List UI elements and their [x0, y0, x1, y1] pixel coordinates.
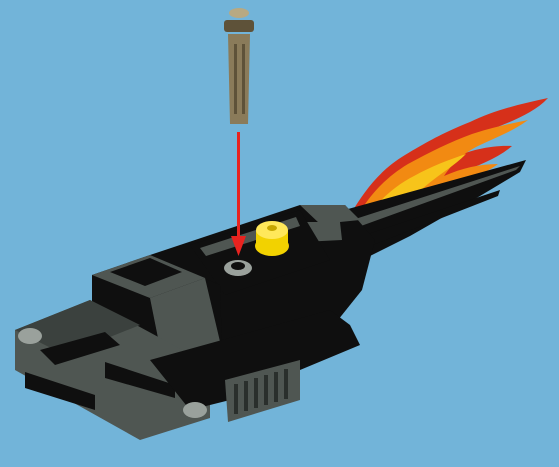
pin-head — [224, 20, 254, 32]
grille-bar — [234, 384, 238, 414]
pin-hole-center — [231, 262, 245, 270]
pin-groove — [242, 44, 245, 114]
arrow-shaft — [237, 132, 240, 250]
technic-connector-2 — [18, 328, 42, 344]
technic-connector-1 — [183, 402, 207, 418]
grille-bar — [254, 378, 258, 408]
yellow-stud — [255, 221, 289, 256]
grille-bar — [264, 375, 268, 405]
pin-top — [229, 8, 249, 18]
grille-bar — [274, 372, 278, 402]
pin-groove — [234, 44, 237, 114]
grille-bar — [244, 381, 248, 411]
grille-bar — [284, 369, 288, 399]
stud-dot — [267, 225, 277, 231]
pin-shaft — [228, 34, 250, 124]
